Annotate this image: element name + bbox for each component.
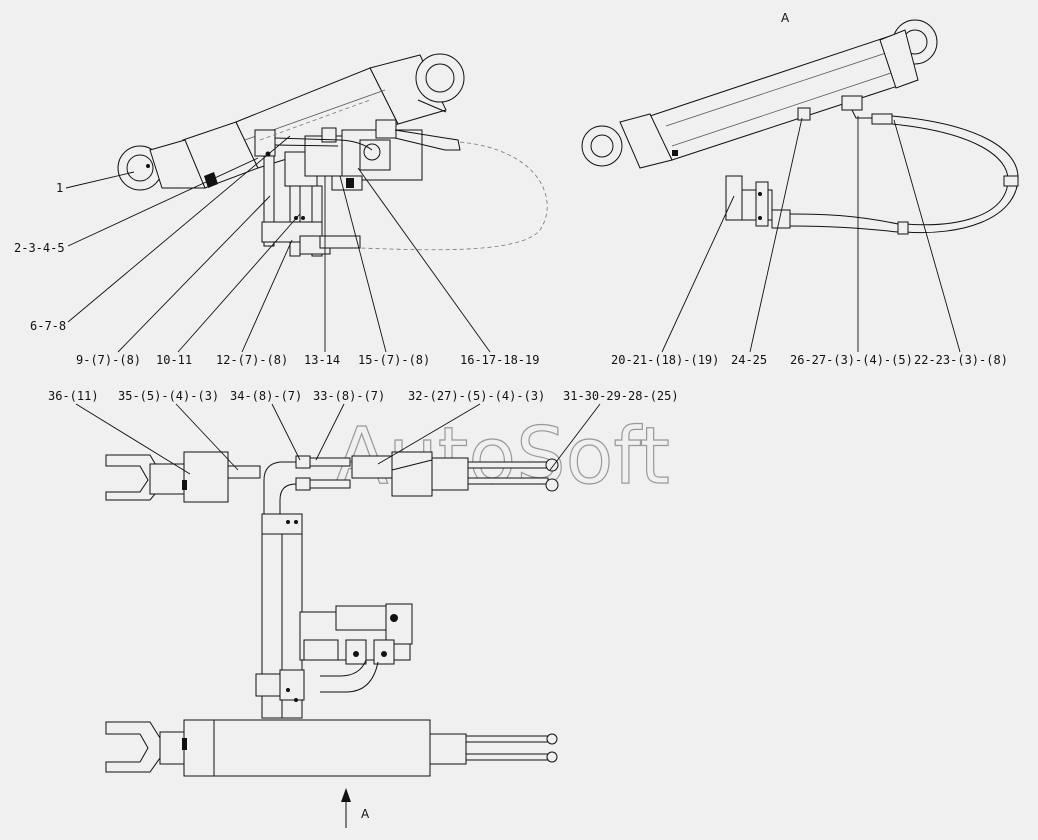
view-mark-top: A xyxy=(781,11,790,25)
callout-label: 31-30-29-28-(25) xyxy=(563,389,679,403)
callout-labels: A A 1 2-3-4-5 6-7-8 9-(7)-(8) 10-11 12-(… xyxy=(14,11,1008,821)
vertical-pipe-assembly xyxy=(255,513,305,719)
callout-label: 15-(7)-(8) xyxy=(358,353,430,367)
callout-label: 6-7-8 xyxy=(30,319,66,333)
hose-fitting-upper xyxy=(797,95,893,125)
top-right-view xyxy=(581,19,1019,235)
callout-label: 36-(11) xyxy=(48,389,99,403)
callout-label: 22-23-(3)-(8) xyxy=(914,353,1008,367)
callout-label: 35-(5)-(4)-(3) xyxy=(118,389,219,403)
callout-label: 16-17-18-19 xyxy=(460,353,539,367)
leaders-top-left xyxy=(65,135,491,353)
callout-label: 33-(8)-(7) xyxy=(313,389,385,403)
callout-label: 10-11 xyxy=(156,353,192,367)
lift-cylinder-upper xyxy=(105,451,261,503)
callout-label: 9-(7)-(8) xyxy=(76,353,141,367)
callout-label: 32-(27)-(5)-(4)-(3) xyxy=(408,389,545,403)
leaders-bottom xyxy=(75,403,601,475)
bracket-right xyxy=(725,175,791,229)
tilt-cylinder-left xyxy=(117,53,465,191)
view-mark-bottom: A xyxy=(361,807,370,821)
lift-cylinder-lower xyxy=(105,719,558,777)
bottom-view xyxy=(105,451,559,828)
control-valve-block xyxy=(304,119,423,191)
pipe-fittings xyxy=(263,455,351,520)
callout-label: 12-(7)-(8) xyxy=(216,353,288,367)
view-arrow xyxy=(341,788,351,828)
callout-label: 24-25 xyxy=(731,353,767,367)
tilt-cylinder-right xyxy=(581,19,938,169)
leaders-top-right xyxy=(661,116,961,353)
control-valve-bottom xyxy=(299,603,413,693)
callout-label: 2-3-4-5 xyxy=(14,241,65,255)
callout-label: 26-27-(3)-(4)-(5) xyxy=(790,353,913,367)
callout-label: 34-(8)-(7) xyxy=(230,389,302,403)
callout-label: 20-21-(18)-(19) xyxy=(611,353,719,367)
callout-label: 13-14 xyxy=(304,353,340,367)
callout-label: 1 xyxy=(56,181,63,195)
top-left-view xyxy=(117,53,548,257)
lift-cylinder-right xyxy=(351,451,559,497)
